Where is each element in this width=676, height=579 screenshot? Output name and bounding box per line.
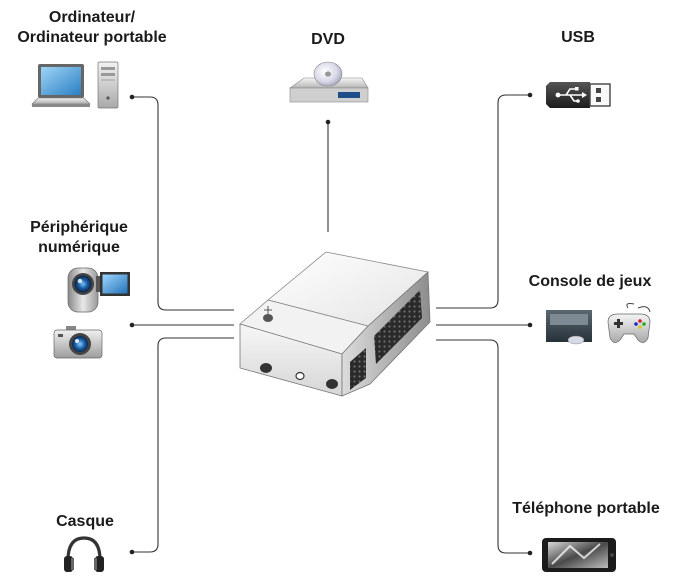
camcorder-icon	[67, 267, 130, 313]
line-computer	[132, 96, 234, 311]
label-computer-line1: Ordinateur/	[48, 9, 136, 26]
line-usb	[436, 94, 530, 309]
projector-icon	[239, 251, 431, 397]
line-dot	[527, 92, 533, 98]
line-phone	[436, 339, 530, 554]
label-console: Console de jeux	[528, 273, 652, 290]
headphones-icon	[64, 536, 104, 572]
label-computer: Ordinateur/ Ordinateur portable	[0, 8, 184, 48]
line-dot	[129, 549, 135, 555]
line-headphones	[132, 337, 234, 553]
line-dot	[325, 119, 331, 125]
label-digital-device: Périphérique numérique	[14, 218, 144, 258]
label-dvd: DVD	[311, 31, 345, 48]
line-dot	[527, 322, 533, 328]
label-computer-line2: Ordinateur portable	[17, 29, 167, 46]
mobile-phone-icon	[542, 538, 616, 572]
label-phone: Téléphone portable	[512, 500, 660, 517]
line-dot	[527, 550, 533, 556]
usb-icon	[546, 82, 611, 108]
label-digital-line1: Périphérique	[30, 219, 128, 236]
computer-icon	[31, 61, 119, 109]
dvd-player-icon	[289, 61, 369, 103]
line-dot	[129, 322, 135, 328]
line-dot	[129, 94, 135, 100]
game-console-icon	[546, 303, 651, 345]
label-headphones: Casque	[56, 513, 114, 530]
label-usb: USB	[561, 29, 595, 46]
camera-icon	[53, 326, 103, 359]
label-digital-line2: numérique	[38, 239, 120, 256]
